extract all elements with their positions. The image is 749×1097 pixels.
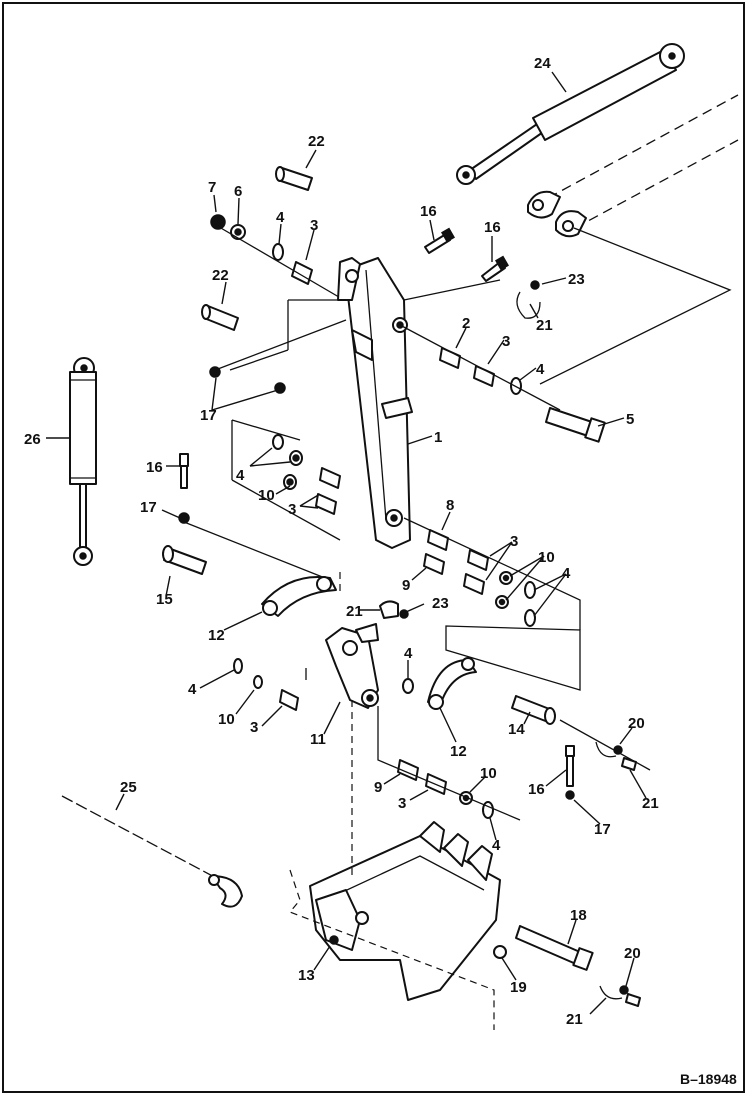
callout-10-lowerleft: 10: [218, 711, 235, 728]
part-23-21-upper: [516, 280, 541, 319]
part-16-17-left: [178, 453, 331, 581]
callout-3-left: 3: [288, 501, 296, 518]
callout-13: 13: [298, 967, 315, 984]
callout-4-upper: 4: [276, 209, 285, 226]
part-18-pin: [493, 925, 594, 971]
arm-right-pins: [399, 324, 606, 443]
callout-12-lower: 12: [450, 743, 467, 760]
part-22-pin-lower: [201, 304, 239, 331]
callout-leaders: [46, 71, 647, 1015]
callout-7: 7: [208, 179, 216, 196]
part-16-17-lower: [565, 745, 575, 800]
part-24-boom-cylinder: [456, 43, 685, 185]
part-15-pin: [162, 545, 207, 575]
callout-9-mid: 9: [402, 577, 410, 594]
callout-14: 14: [508, 721, 525, 738]
callout-3-right: 3: [502, 333, 510, 350]
part-9-bushing: [423, 553, 445, 575]
part-14-pin: [511, 695, 556, 725]
upper-left-hardware: [210, 214, 345, 301]
callout-4-lowerleft: 4: [188, 681, 197, 698]
callout-16-upper-a: 16: [420, 203, 437, 220]
callout-21-bottom: 21: [566, 1011, 583, 1028]
callout-21-right: 21: [642, 795, 659, 812]
callout-22-upper: 22: [308, 133, 325, 150]
callout-17-upper: 17: [200, 407, 217, 424]
part-22-pin-upper: [275, 166, 313, 191]
part-12-link-upper: [261, 572, 341, 617]
part-12-link-lower: [402, 625, 581, 710]
part-20-21-right: [559, 719, 651, 771]
callout-11: 11: [310, 731, 326, 748]
part-21-23-middle: [379, 600, 409, 619]
part-17-nuts-upper: [209, 366, 286, 394]
part-7-nut: [210, 214, 226, 230]
callout-10-mid: 10: [538, 549, 555, 566]
part-16-bolts-upper: [424, 227, 509, 282]
construction-lines-upper: [209, 227, 732, 541]
callout-3-upper: 3: [310, 217, 318, 234]
part-26-cylinder: [69, 357, 97, 566]
callout-16-upper-b: 16: [484, 219, 501, 236]
part-1-arm: [337, 257, 413, 549]
callout-2: 2: [462, 315, 470, 332]
callout-6: 6: [234, 183, 242, 200]
callout-labels: 24 22 7 6 4 3 16 16 23 22 21 2 3 4 17 5 …: [24, 55, 659, 1028]
callout-3-lowerleft: 3: [250, 719, 258, 736]
callout-12-upper: 12: [208, 627, 225, 644]
right-middle-hardware: [403, 517, 581, 630]
callout-20-right: 20: [628, 715, 645, 732]
callout-9-lower: 9: [374, 779, 382, 796]
callout-26: 26: [24, 431, 41, 448]
callout-4-center: 4: [404, 645, 413, 662]
existing-boom-outline: [527, 94, 739, 238]
callout-16-lower: 16: [528, 781, 545, 798]
callout-4-lower: 4: [492, 837, 501, 854]
part-4-shim: [272, 243, 284, 261]
callout-17-left: 17: [140, 499, 157, 516]
callout-3-lower: 3: [398, 795, 406, 812]
callout-1: 1: [434, 429, 442, 446]
callout-3-mid: 3: [510, 533, 518, 550]
callout-20-bottom: 20: [624, 945, 641, 962]
callout-4-mid: 4: [562, 565, 571, 582]
callout-16-left: 16: [146, 459, 163, 476]
part-5-pin: [545, 407, 593, 437]
callout-8: 8: [446, 497, 454, 514]
bucket: [289, 700, 501, 1030]
part-25-chain: [61, 795, 243, 908]
callout-4-left: 4: [236, 467, 245, 484]
callout-21-mid: 21: [346, 603, 363, 620]
figure-reference: B–18948: [680, 1071, 737, 1087]
callout-5: 5: [626, 411, 634, 428]
callout-19: 19: [510, 979, 527, 996]
part-11-bracket: [325, 623, 379, 709]
lower-left-hardware: [233, 658, 307, 711]
part-8-bushing: [427, 529, 449, 551]
callout-25: 25: [120, 779, 137, 796]
part-20-21-bottom: [599, 985, 641, 1007]
part-3-bushing: [291, 261, 313, 285]
callout-24: 24: [534, 55, 551, 72]
lower-middle-hardware: [377, 706, 521, 821]
callout-10-left: 10: [258, 487, 275, 504]
part-19-washer: [493, 945, 507, 959]
callout-4-right: 4: [536, 361, 545, 378]
callout-10-lower: 10: [480, 765, 497, 782]
callout-18: 18: [570, 907, 587, 924]
callout-23-upper: 23: [568, 271, 585, 288]
callout-21-upper: 21: [536, 317, 553, 334]
callout-23-mid: 23: [432, 595, 449, 612]
callout-15: 15: [156, 591, 173, 608]
callout-22-lower: 22: [212, 267, 229, 284]
left-middle-hardware: [272, 434, 341, 515]
callout-17-lower: 17: [594, 821, 611, 838]
